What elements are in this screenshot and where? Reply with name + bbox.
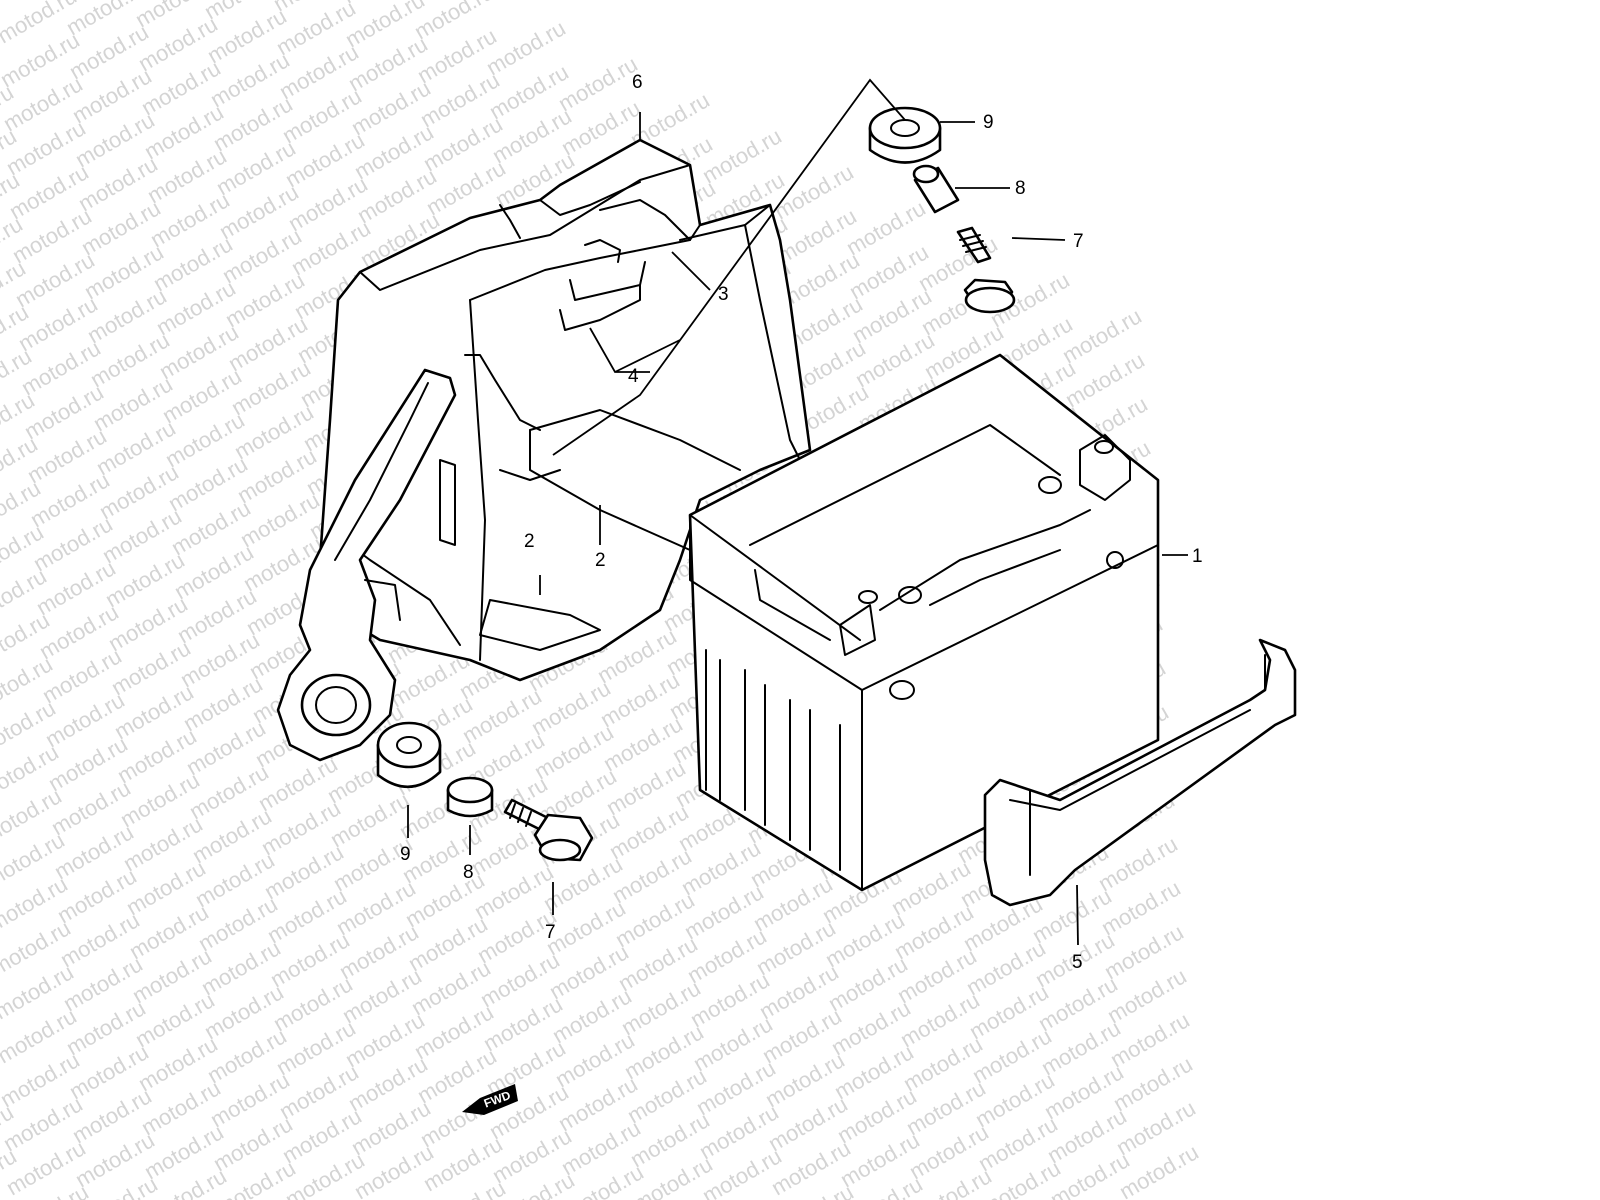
callout-1: 1 [1192,546,1203,567]
callout-2a: 2 [524,531,535,552]
callout-2b: 2 [595,550,606,571]
case-bracket-arm [276,368,457,762]
bolt-top [956,226,1016,314]
callout-labels: 1 2 2 3 4 5 6 7 7 8 8 9 9 [400,72,1203,973]
bolt-bottom [503,798,594,862]
battery [688,353,1160,892]
grommet-bottom [376,721,442,789]
callout-9-top: 9 [983,112,994,133]
battery-case [318,138,812,682]
callout-3: 3 [718,284,729,305]
callout-7-bottom: 7 [545,922,556,943]
grommet-top [868,106,942,164]
callout-6: 6 [632,72,643,93]
callout-5: 5 [1072,952,1083,973]
callout-9-bottom: 9 [400,844,411,865]
leader-lines [407,78,1188,946]
callout-8-top: 8 [1015,178,1026,199]
callout-4: 4 [628,366,639,387]
collar-top [912,164,960,214]
callout-8-bottom: 8 [463,862,474,883]
callout-7-top: 7 [1073,231,1084,252]
battery-strap [983,638,1297,907]
collar-bottom [446,776,494,818]
fwd-arrow-icon [462,1084,518,1115]
fwd-direction-badge: FWD [462,1084,518,1115]
